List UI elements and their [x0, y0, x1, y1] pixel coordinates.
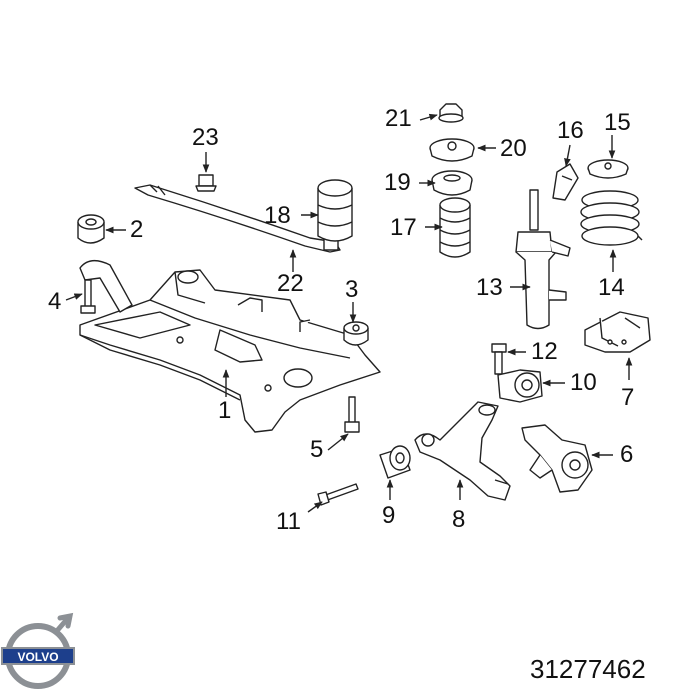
callout-1: 1 [218, 397, 232, 424]
part-number: 31277462 [530, 654, 646, 684]
bracket-16-part [552, 163, 579, 201]
callout-7: 7 [621, 384, 635, 411]
bolt-23-part [195, 174, 217, 192]
bushing-2-part [77, 214, 105, 244]
nut-21-part [438, 103, 464, 123]
callout-11: 11 [276, 508, 301, 535]
bushing-9-part [379, 445, 411, 479]
callout-15: 15 [604, 109, 631, 136]
shield-7-part [584, 311, 651, 353]
control-arm-8-part [414, 401, 511, 501]
callout-20: 20 [500, 135, 527, 162]
bump-stop-17-part [439, 197, 471, 258]
strut-13-part [515, 189, 571, 330]
callout-22: 22 [277, 270, 304, 297]
callout-14: 14 [598, 274, 625, 301]
callout-17: 17 [390, 214, 417, 241]
callout-6: 6 [620, 441, 634, 468]
callout-18: 18 [264, 202, 291, 229]
mount-3-part [343, 321, 369, 346]
bolt-11-part [317, 483, 359, 506]
callout-21: 21 [385, 105, 412, 132]
knuckle-6-part [521, 424, 593, 493]
bushing-10-part [497, 369, 543, 403]
callout-4: 4 [48, 288, 62, 315]
bolt-4-part [80, 279, 96, 314]
callout-16: 16 [557, 117, 584, 144]
bearing-19-part [431, 170, 473, 196]
coil-spring-14-part [580, 190, 643, 246]
callout-8: 8 [452, 506, 466, 533]
bolt-5-part [344, 396, 360, 433]
volvo-logo: VOLVO [1, 612, 75, 689]
callout-3: 3 [345, 276, 359, 303]
callout-12: 12 [531, 338, 558, 365]
bolt-12-part [491, 343, 507, 375]
callout-13: 13 [476, 274, 503, 301]
spring-seat-15-part [587, 159, 629, 179]
callout-10: 10 [570, 369, 597, 396]
callout-23: 23 [192, 124, 219, 151]
callout-9: 9 [382, 502, 396, 529]
callout-19: 19 [384, 169, 411, 196]
bump-stop-18-part [317, 179, 353, 242]
callout-2: 2 [130, 216, 144, 243]
stabilizer-bar-part [134, 184, 341, 253]
callout-5: 5 [310, 436, 324, 463]
strut-mount-20-part [429, 138, 475, 162]
subframe-part [79, 260, 381, 433]
volvo-logo-text: VOLVO [17, 650, 58, 664]
